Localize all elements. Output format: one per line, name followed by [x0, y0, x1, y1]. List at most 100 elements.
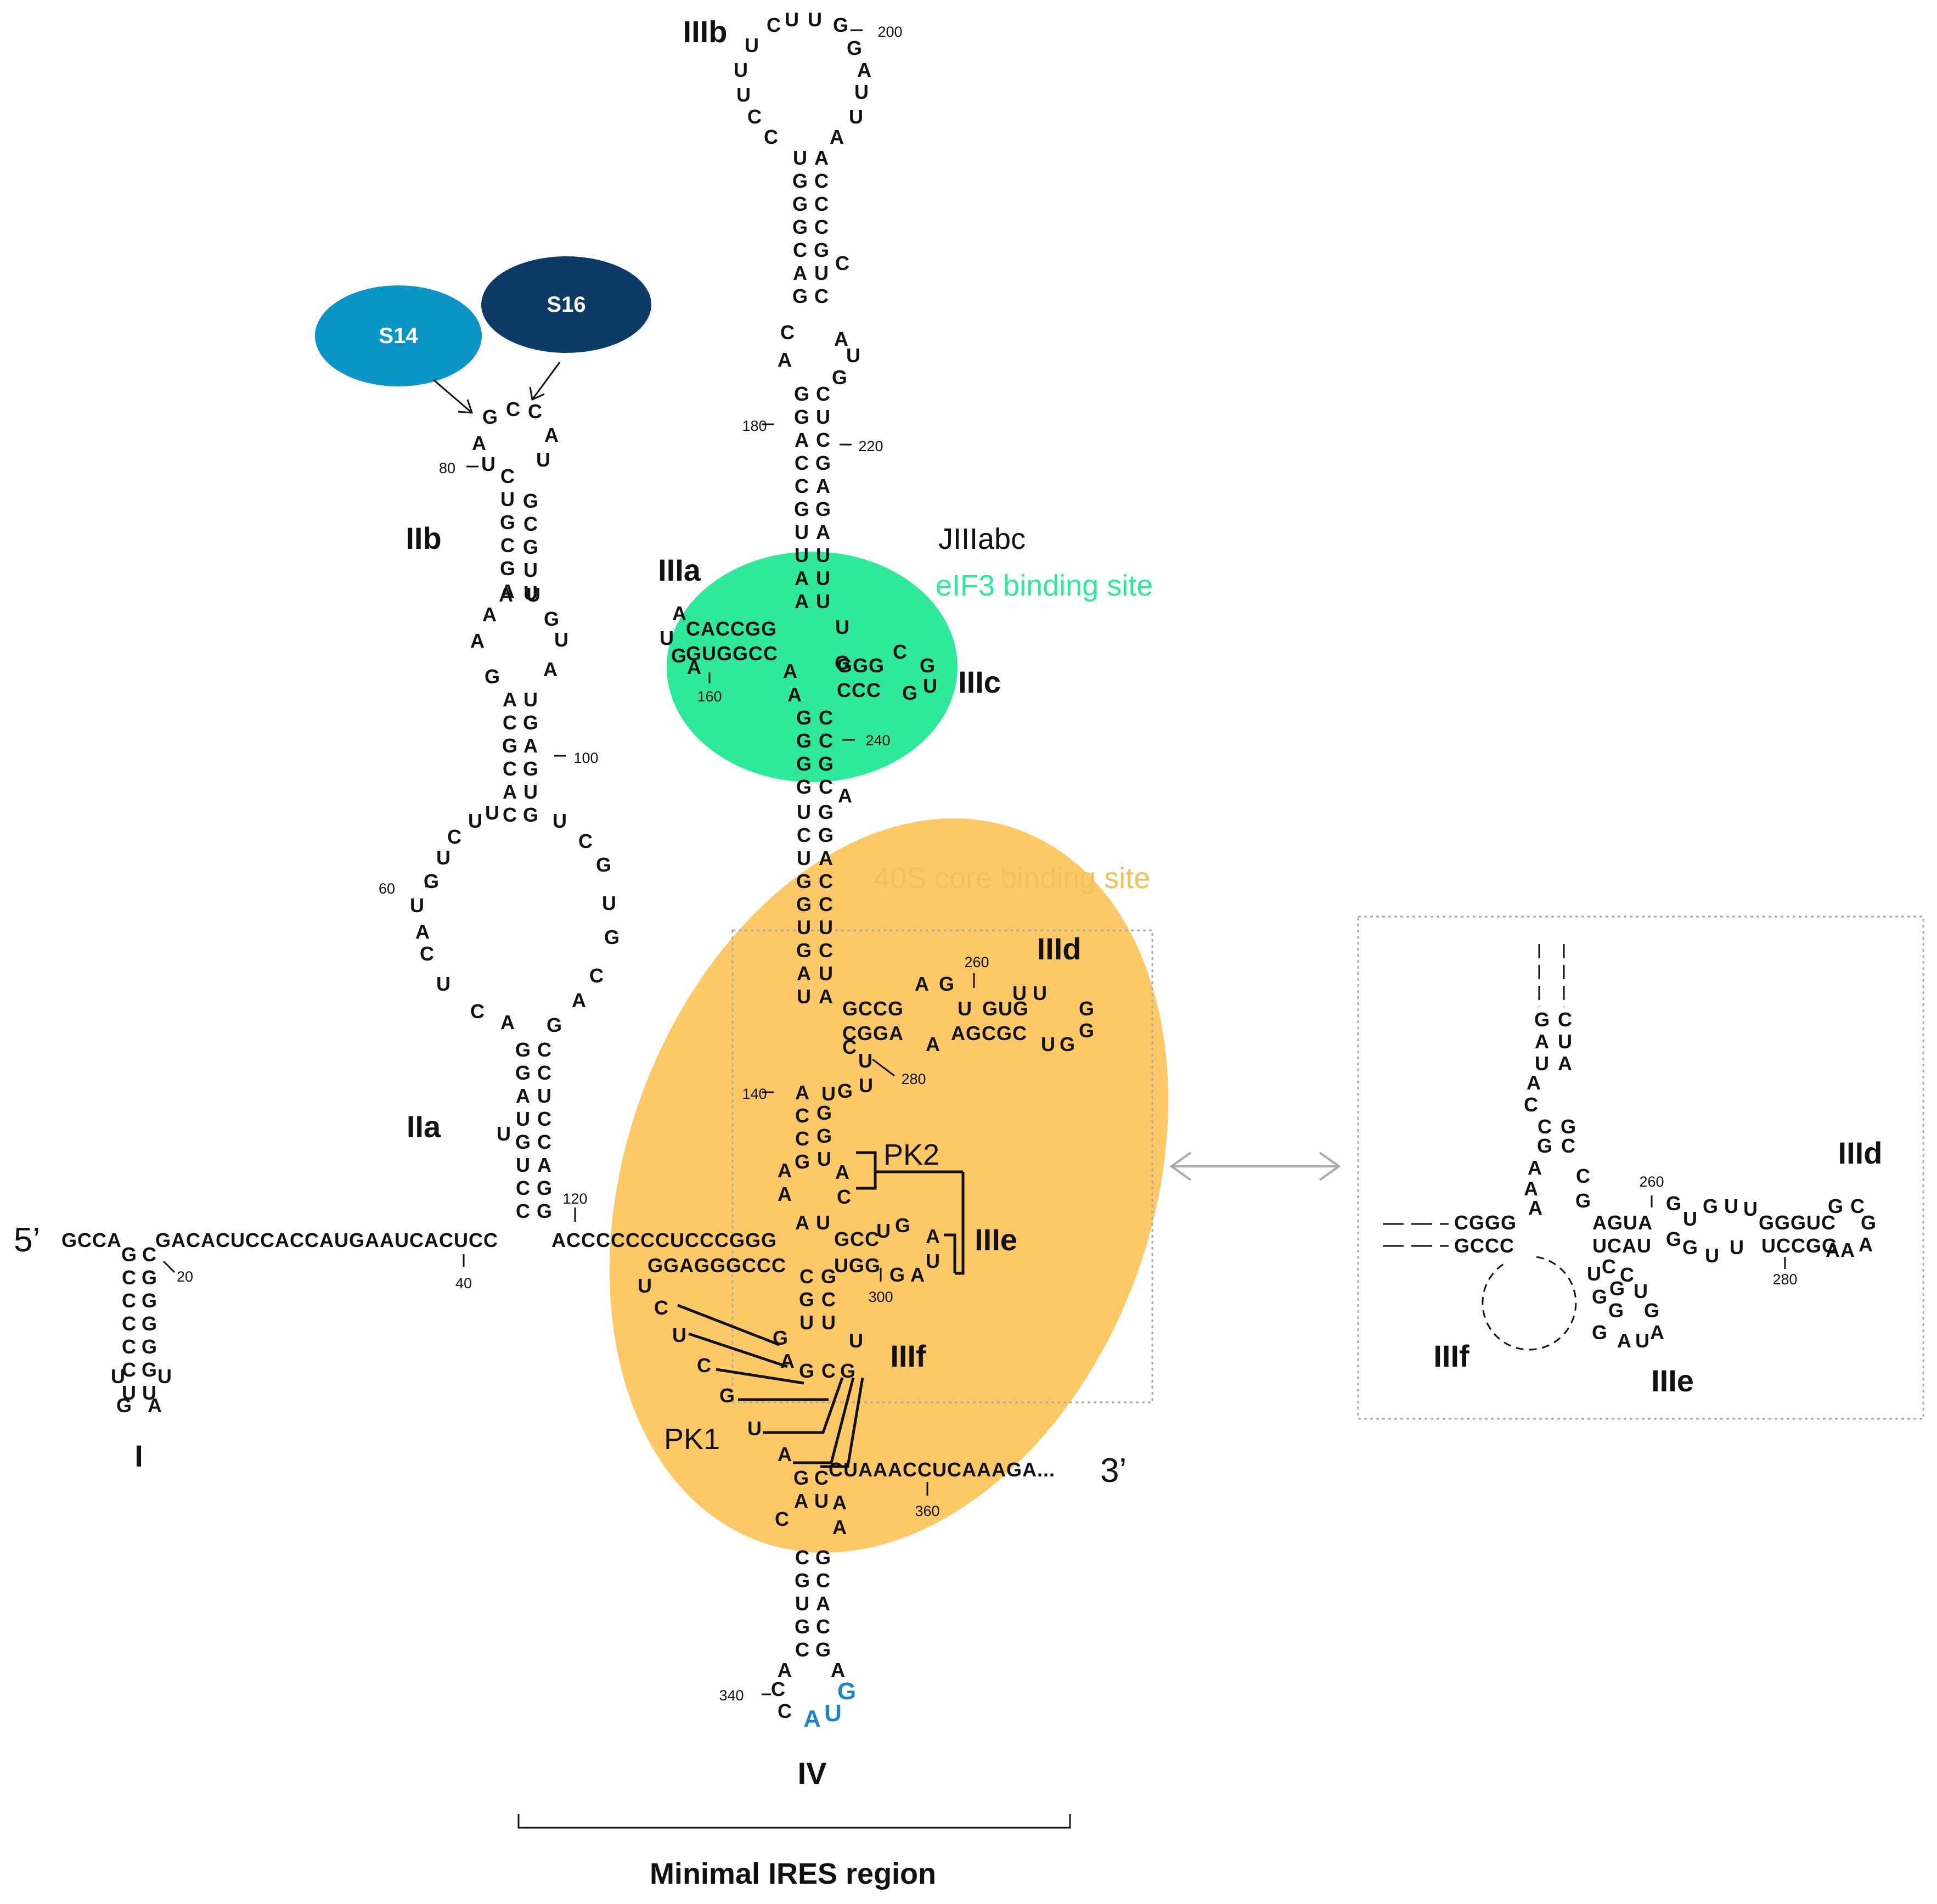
iiid-top-3-seq: GUG — [982, 997, 1029, 1020]
nucleotide: G — [1079, 1019, 1094, 1042]
nucleotide: U — [745, 34, 759, 57]
domain-label-i: I — [134, 1439, 143, 1473]
nucleotide: C — [814, 193, 829, 215]
nucleotide: G — [889, 1263, 905, 1286]
nucleotide: C — [516, 1177, 530, 1199]
nucleotide: G — [1561, 1115, 1576, 1138]
nucleotide: U — [1558, 1030, 1572, 1053]
nucleotide: C — [537, 1061, 551, 1084]
nucleotide: G — [1534, 1008, 1550, 1031]
nucleotide: G — [818, 824, 834, 846]
nucleotide: A — [503, 688, 517, 711]
nucleotide: A — [778, 1659, 792, 1681]
nucleotide: A — [1650, 1321, 1664, 1344]
nucleotide: A — [795, 590, 809, 613]
nucleotide: U — [553, 810, 567, 832]
nucleotide: C — [795, 1638, 809, 1661]
nucleotide: A — [1524, 1177, 1538, 1200]
minimal-ires-label: Minimal IRES region — [650, 1857, 936, 1890]
nucleotide: A — [537, 1154, 551, 1176]
nucleotide: C — [775, 1508, 789, 1530]
inset-structure-lines — [1383, 944, 1577, 1351]
nucleotide: U — [142, 1381, 156, 1404]
nucleotide: G — [1608, 1299, 1624, 1322]
nucleotide: A — [793, 262, 807, 284]
nucleotide: C — [470, 1000, 485, 1023]
nucleotide: A — [1527, 1071, 1541, 1094]
nucleotide: G — [1644, 1299, 1659, 1322]
nucleotide: U — [816, 1211, 830, 1234]
nucleotide: G — [837, 1678, 856, 1705]
nucleotide: C — [819, 893, 833, 916]
nucleotide: G — [792, 170, 808, 192]
nucleotide: C — [767, 14, 781, 36]
nucleotide: U — [485, 801, 499, 824]
nucleotide: G — [1609, 1277, 1625, 1300]
nucleotide: G — [1861, 1211, 1876, 1234]
nucleotide: C — [1850, 1195, 1865, 1217]
nucleotide: U — [1724, 1195, 1738, 1217]
s16-label: S16 — [547, 293, 585, 317]
inset-domain-label-iiid: IIId — [1838, 1136, 1883, 1170]
nucleotide: C — [821, 1360, 836, 1382]
nucleotide: G — [796, 729, 812, 752]
nucleotide: G — [821, 1265, 836, 1288]
s14-label: S14 — [379, 324, 418, 348]
nucleotide: G — [523, 490, 538, 512]
nucleotide: U — [821, 1082, 836, 1105]
nucleotide: G — [116, 1394, 132, 1417]
nucleotide: G — [142, 1289, 157, 1312]
position-number: 80 — [439, 460, 455, 476]
position-number: 180 — [742, 418, 767, 434]
nucleotide: U — [816, 567, 830, 589]
nucleotide: G — [796, 939, 812, 962]
nucleotide: C — [816, 429, 830, 451]
nucleotide: G — [500, 557, 515, 580]
nucleotide: G — [142, 1335, 157, 1358]
nucleotide: G — [902, 682, 917, 704]
nucleotide: G — [799, 1288, 814, 1311]
nucleotide: C — [503, 711, 517, 734]
iiic-bottom-seq: CCC — [837, 679, 881, 701]
nucleotide: G — [832, 366, 847, 389]
nucleotide: U — [814, 262, 829, 284]
nucleotide: G — [796, 893, 812, 916]
nucleotide: C — [819, 870, 833, 892]
nucleotide: G — [537, 1177, 552, 1199]
nucleotide: U — [1033, 982, 1047, 1004]
nucleotide: G — [671, 644, 686, 667]
nucleotide: G — [815, 1546, 831, 1569]
five-prime-start-seq: GCCA — [61, 1229, 122, 1251]
nucleotide: U — [1683, 1207, 1697, 1230]
three-prime-label: 3’ — [1100, 1452, 1127, 1490]
iiic-top-seq: GGG — [837, 654, 885, 677]
inset-position-number: 260 — [1639, 1173, 1664, 1190]
nucleotide: G — [814, 239, 829, 261]
nucleotide: U — [816, 544, 830, 566]
nucleotide: C — [814, 285, 829, 307]
nucleotide: U — [849, 1329, 863, 1352]
nucleotide: G — [773, 1327, 788, 1349]
nucleotide: G — [1828, 1195, 1843, 1217]
nucleotide: G — [835, 651, 850, 674]
nucleotide: G — [515, 1131, 531, 1153]
nucleotide: A — [1528, 1156, 1542, 1179]
nucleotide: G — [795, 1569, 810, 1592]
nucleotide: U — [849, 105, 863, 128]
nucleotide: G — [544, 608, 559, 630]
nucleotide: C — [528, 400, 542, 423]
nucleotide: U — [816, 406, 830, 428]
inset-domain-label-iiif: IIIf — [1433, 1339, 1469, 1373]
inset-gccc-seq: GCCC — [1454, 1234, 1514, 1257]
nucleotide: C — [795, 452, 809, 474]
nucleotide: G — [523, 804, 538, 826]
nucleotide: U — [797, 801, 811, 823]
nucleotide: U — [111, 1365, 125, 1388]
minimal-ires-bracket — [517, 1814, 1071, 1829]
domain-label-iiid: IIId — [1037, 931, 1082, 966]
nucleotide: G — [815, 452, 831, 474]
nucleotide: U — [1743, 1198, 1758, 1220]
nucleotide: U — [785, 8, 799, 31]
nucleotide: G — [837, 1080, 853, 1102]
nucleotide: A — [819, 847, 833, 869]
